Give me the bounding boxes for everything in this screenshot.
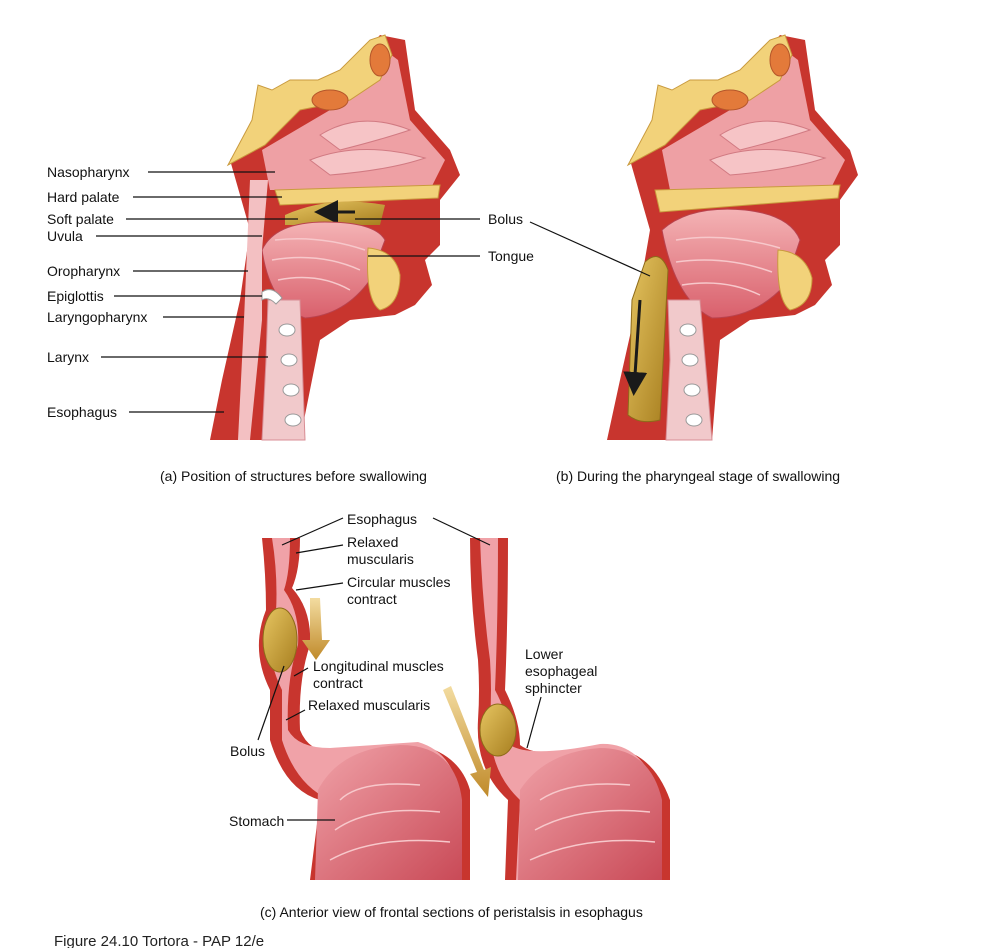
label-c-relaxed-2: muscularis [347, 551, 414, 567]
label-soft-palate: Soft palate [47, 211, 114, 227]
label-c-circular-1: Circular muscles [347, 574, 450, 590]
label-c-relaxed-lower: Relaxed muscularis [308, 697, 430, 713]
bolus-c-right [479, 703, 517, 757]
label-c-les-3: sphincter [525, 680, 582, 696]
label-c-les-2: esophageal [525, 663, 597, 679]
label-c-circular-2: contract [347, 591, 397, 607]
label-c-longitudinal-2: contract [313, 675, 363, 691]
label-epiglottis: Epiglottis [47, 288, 104, 304]
stomach-left [315, 745, 462, 880]
panel-a-labels: Nasopharynx Hard palate Soft palate Uvul… [47, 164, 534, 420]
label-oropharynx: Oropharynx [47, 263, 120, 279]
label-esophagus: Esophagus [47, 404, 117, 420]
label-laryngopharynx: Laryngopharynx [47, 309, 147, 325]
arrow-down-c [302, 598, 330, 660]
larynx-b [665, 299, 713, 441]
label-uvula: Uvula [47, 228, 83, 244]
label-c-esophagus: Esophagus [347, 511, 417, 527]
panel-a-illustration [210, 34, 460, 441]
caption-c: (c) Anterior view of frontal sections of… [260, 904, 643, 920]
leader-bolus-b [529, 221, 651, 277]
label-bolus-top: Bolus [488, 211, 523, 227]
bolus-c-left [262, 607, 298, 673]
panel-c-labels: Esophagus Relaxed muscularis Circular mu… [229, 511, 597, 829]
label-c-bolus: Bolus [230, 743, 265, 759]
label-nasopharynx: Nasopharynx [47, 164, 130, 180]
label-tongue: Tongue [488, 248, 534, 264]
figure-footer: Figure 24.10 Tortora - PAP 12/e [54, 933, 264, 948]
label-c-stomach: Stomach [229, 813, 284, 829]
panel-c-leaders [257, 517, 542, 821]
pharynx-a [238, 180, 268, 440]
arrow-diagonal-c [443, 686, 491, 797]
panel-c-illustration [258, 538, 670, 880]
stomach-right [518, 748, 662, 880]
label-larynx: Larynx [47, 349, 89, 365]
label-hard-palate: Hard palate [47, 189, 120, 205]
caption-a: (a) Position of structures before swallo… [160, 468, 427, 484]
label-c-longitudinal-1: Longitudinal muscles [313, 658, 444, 674]
larynx-a [261, 299, 306, 441]
label-c-les-1: Lower [525, 646, 563, 662]
label-c-relaxed-1: Relaxed [347, 534, 398, 550]
caption-b: (b) During the pharyngeal stage of swall… [556, 468, 840, 484]
panel-a-leaders [96, 171, 480, 413]
panel-b-illustration [607, 34, 858, 441]
